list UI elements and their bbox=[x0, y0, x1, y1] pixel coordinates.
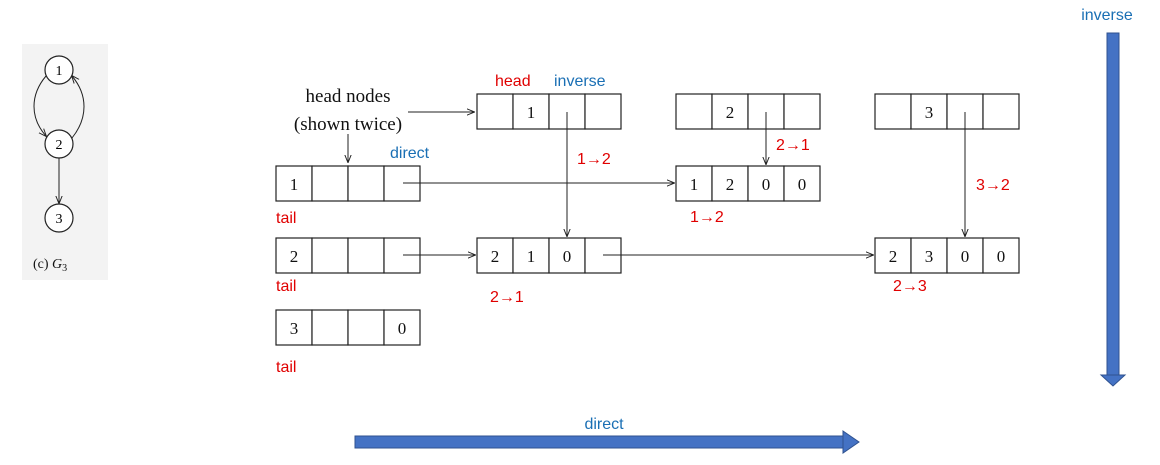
top-head-2: 2 bbox=[675, 93, 821, 130]
label-edge-1-2: 1→2 bbox=[690, 209, 724, 226]
edge-1-2-direct-null: 0 bbox=[798, 175, 807, 194]
label-inverse-3-2: 3→2 bbox=[976, 177, 1010, 194]
graph-node-2-label: 2 bbox=[56, 138, 63, 153]
left-head-1-value: 1 bbox=[290, 175, 299, 194]
edge-2-3-tail: 2 bbox=[889, 247, 898, 266]
graph-node-2: 2 bbox=[44, 129, 74, 159]
top-head-1: 1 bbox=[476, 93, 622, 130]
edge-2-3-head: 3 bbox=[925, 247, 934, 266]
left-head-1: 1 bbox=[275, 165, 421, 202]
edge-node-2-3: 2 3 0 0 bbox=[874, 237, 1020, 274]
graph-panel-background bbox=[22, 44, 108, 280]
head-nodes-label-line2: (shown twice) bbox=[294, 114, 402, 135]
head-annotation: head bbox=[495, 73, 531, 90]
direct-annotation: direct bbox=[390, 145, 430, 162]
top-head-1-value: 1 bbox=[527, 103, 536, 122]
label-edge-2-1: 2→1 bbox=[490, 289, 524, 306]
edge-2-1-head: 1 bbox=[527, 247, 536, 266]
head-nodes-label-line1: head nodes bbox=[306, 86, 391, 107]
graph-edge-1-to-2 bbox=[33, 75, 46, 136]
bottom-direct-label: direct bbox=[584, 416, 624, 433]
label-inverse-2-1: 2→1 bbox=[776, 137, 810, 154]
right-inverse-label: inverse bbox=[1081, 7, 1133, 24]
bottom-direct-arrow: direct bbox=[354, 416, 860, 454]
edge-node-2-1: 2 1 0 bbox=[476, 237, 622, 274]
edge-2-3-inverse-null: 0 bbox=[961, 247, 970, 266]
left-head-3: 3 0 bbox=[275, 309, 421, 346]
right-inverse-arrow: inverse bbox=[1081, 7, 1133, 387]
tail-annotation-2: tail bbox=[276, 278, 296, 295]
left-head-2: 2 bbox=[275, 237, 421, 274]
top-head-3-value: 3 bbox=[925, 103, 934, 122]
label-inverse-1-2: 1→2 bbox=[577, 151, 611, 168]
edge-2-1-inverse-null: 0 bbox=[563, 247, 572, 266]
edge-2-3-direct-null: 0 bbox=[997, 247, 1006, 266]
graph-node-3: 3 bbox=[44, 203, 74, 233]
edge-1-2-inverse-null: 0 bbox=[762, 175, 771, 194]
left-head-3-null: 0 bbox=[398, 319, 407, 338]
edge-1-2-tail: 1 bbox=[690, 175, 699, 194]
graph-node-1-label: 1 bbox=[56, 64, 63, 79]
graph-g3-panel: 1 2 3 (c) G3 bbox=[22, 44, 108, 280]
graph-edge-2-to-1 bbox=[72, 76, 85, 139]
tail-annotation-3: tail bbox=[276, 359, 296, 376]
graph-caption: (c) G3 bbox=[33, 257, 67, 274]
edge-node-1-2: 1 2 0 0 bbox=[675, 165, 821, 202]
graph-node-3-label: 3 bbox=[56, 212, 63, 227]
tail-annotation-1: tail bbox=[276, 210, 296, 227]
graph-node-1: 1 bbox=[44, 55, 74, 85]
label-edge-2-3: 2→3 bbox=[893, 278, 927, 295]
left-head-2-value: 2 bbox=[290, 247, 299, 266]
edge-2-1-tail: 2 bbox=[491, 247, 500, 266]
inverse-annotation: inverse bbox=[554, 73, 606, 90]
top-head-2-value: 2 bbox=[726, 103, 735, 122]
edge-1-2-head: 2 bbox=[726, 175, 735, 194]
left-head-3-value: 3 bbox=[290, 319, 299, 338]
top-head-3: 3 bbox=[874, 93, 1020, 130]
